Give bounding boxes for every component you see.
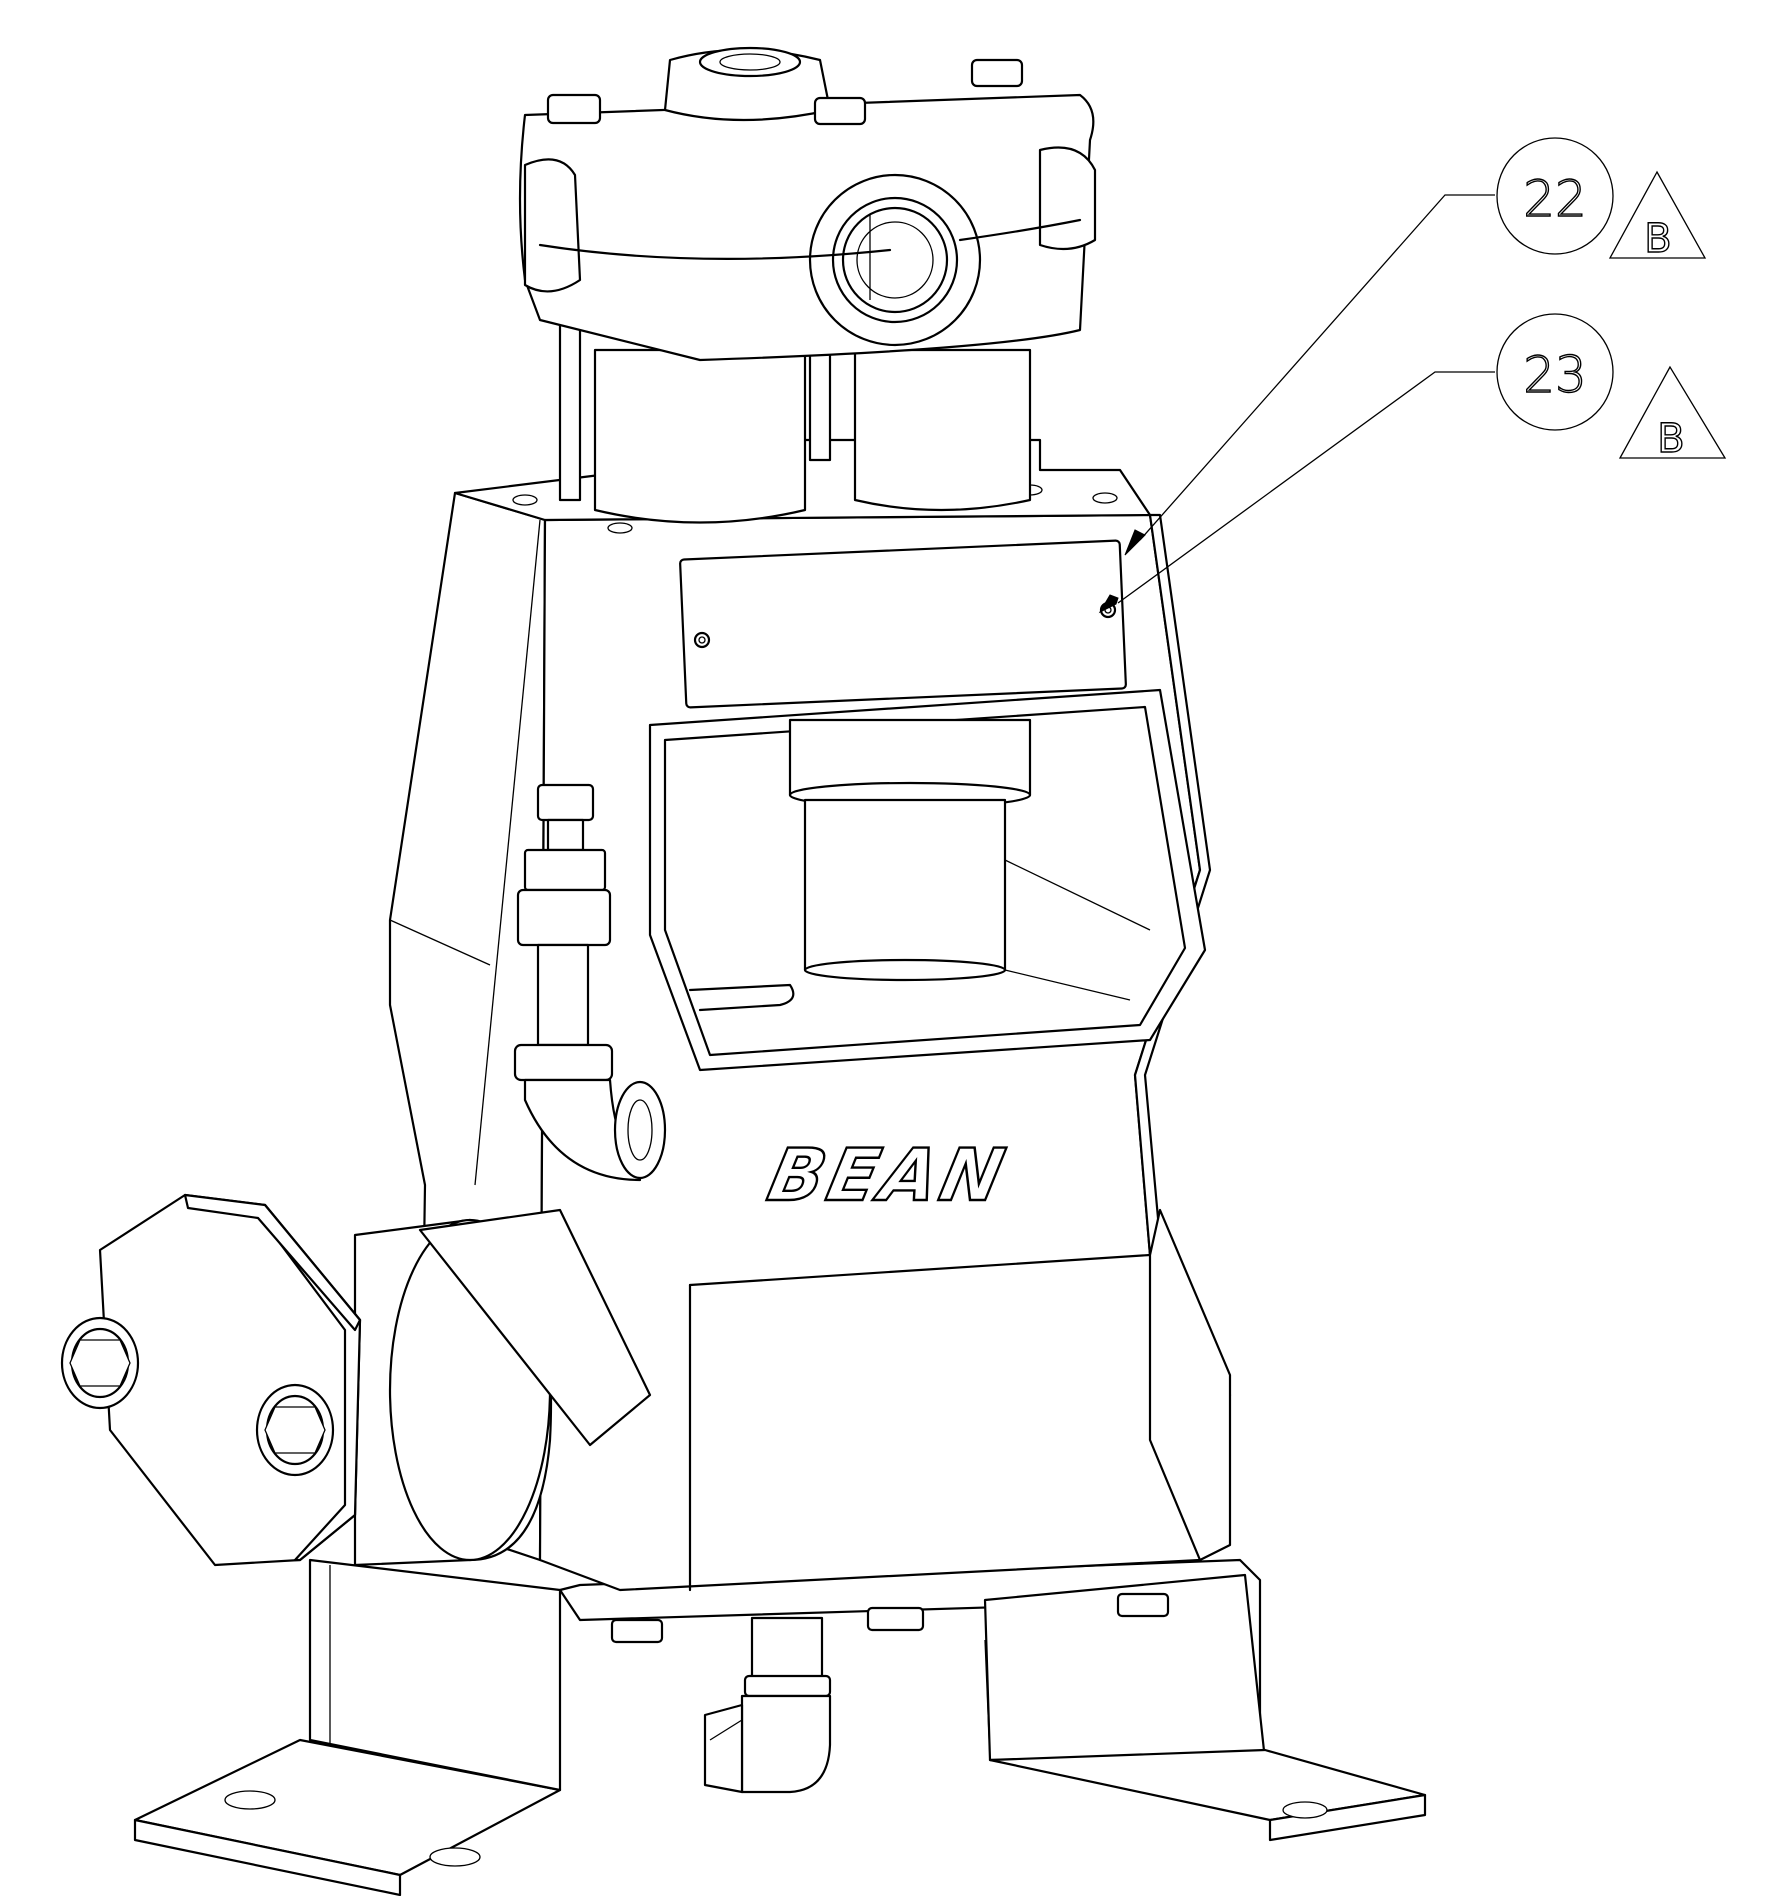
mounting-bracket xyxy=(133,1558,1427,1896)
outlet-port xyxy=(808,173,982,347)
revision-triangle-22 xyxy=(1608,170,1707,259)
pump-head xyxy=(518,46,1097,524)
callout-number-23: 23 xyxy=(1523,346,1587,404)
base-bolts xyxy=(610,1592,1170,1644)
callout-bubble-23 xyxy=(1496,313,1614,431)
revision-letter-22: B xyxy=(1644,216,1671,262)
cap-bolt-right xyxy=(255,1383,335,1477)
cap-bolt-left xyxy=(60,1316,140,1410)
revision-letter-23: B xyxy=(1657,416,1684,462)
callout-23: 23 B xyxy=(1098,313,1727,614)
bearing-housing xyxy=(60,1193,652,1567)
brand-logo: BEAN xyxy=(761,1134,1015,1218)
callout-number-22: 22 xyxy=(1523,170,1587,228)
inspection-window xyxy=(648,688,1207,1072)
relief-valve xyxy=(513,783,667,1182)
manifold-bolts xyxy=(546,58,1024,126)
callout-bubble-22 xyxy=(1496,137,1614,255)
revision-triangle-23 xyxy=(1618,365,1727,459)
callout-22: 22 B xyxy=(1124,137,1707,556)
drain-elbow-fitting xyxy=(703,1616,832,1794)
name-plate xyxy=(679,539,1127,709)
